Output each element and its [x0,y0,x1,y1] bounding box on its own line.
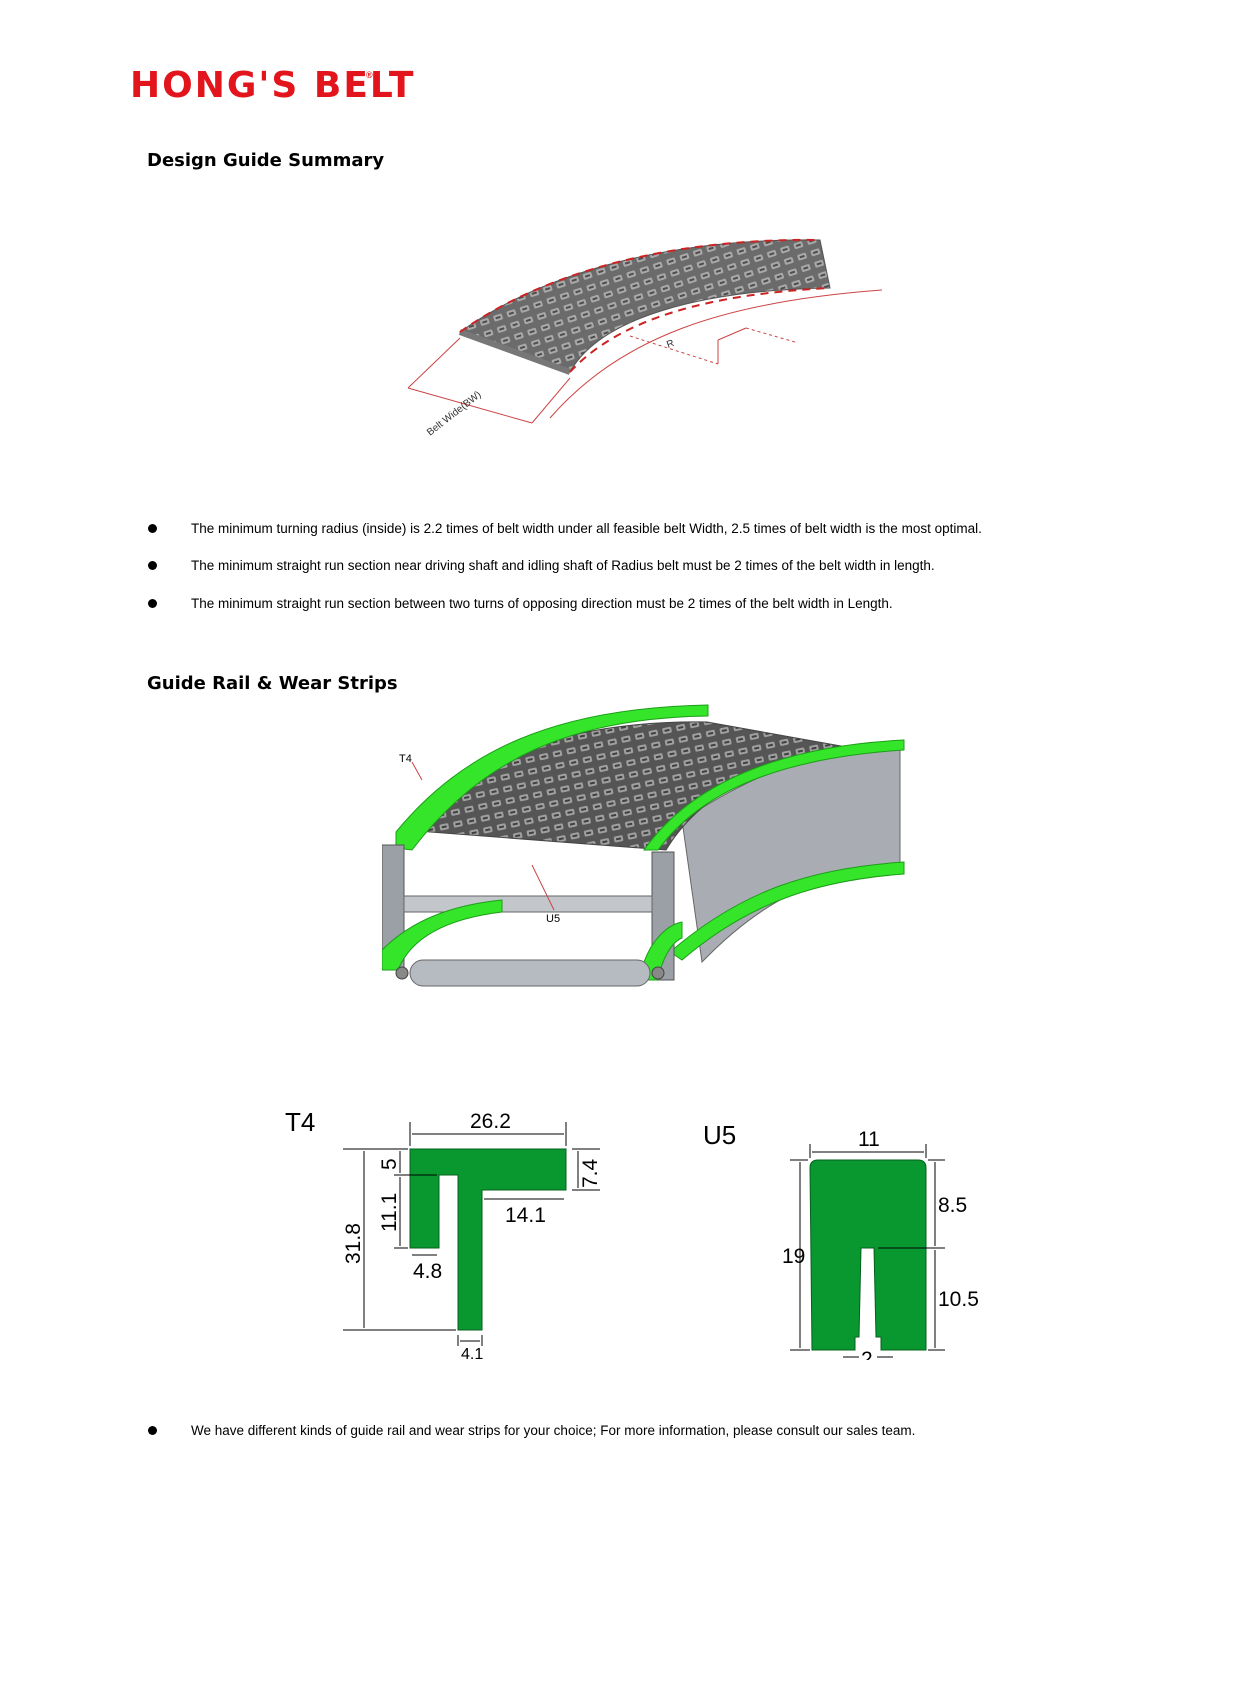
t4-profile-drawing: T4 26.2 7.4 5 11.1 31.8 14.1 4.8 4.1 [285,1107,600,1360]
bullet-dot [148,524,157,533]
u5-callout: U5 [546,913,560,925]
guide-rail-outer [395,704,709,851]
u5-title: U5 [703,1120,736,1150]
t4-dim-overhang: 14.1 [505,1204,546,1227]
u5-dim-height: 19 [782,1245,805,1268]
bullet-text: The minimum straight run section near dr… [191,558,935,573]
wear-strip-lower [669,861,905,961]
t4-shape [409,1148,567,1331]
bullet-dot [148,1426,157,1435]
u5-dim-slot: 2 [861,1348,873,1360]
belt-width-label: Belt Wide(BW) [425,389,483,438]
belt-mesh [458,239,831,373]
u5-shape [809,1159,927,1351]
bullet-text: The minimum straight run section between… [191,596,893,611]
radius-belt-illustration: Belt Wide(BW) R [407,238,883,438]
t4-dim-stem: 4.1 [461,1346,483,1360]
belt-outer-edge [459,238,821,333]
bullet-text: We have different kinds of guide rail an… [191,1423,916,1438]
frame-rail-right [643,921,683,981]
belt-front-edge [458,329,572,375]
bullet-dot [148,561,157,570]
u5-dim-width: 11 [858,1128,880,1151]
t4-dim-width: 26.2 [470,1110,511,1133]
t4-dim-flange: 7.4 [579,1158,600,1188]
t4-title: T4 [285,1107,315,1137]
conveyor-illustration: T4 U5 [382,704,905,987]
t4-callout: T4 [399,753,412,765]
guide-rail-heading: Guide Rail & Wear Strips [147,673,398,694]
brand-logo: HONG'S BELT ® [130,66,415,106]
return-roller [409,959,651,987]
belt-inner-edge [569,287,831,373]
radius-label: R [665,338,676,351]
t4-dim-top: 5 [378,1158,401,1170]
cross-beam [403,895,653,913]
t4-dim-gap: 4.8 [413,1260,442,1283]
registered-mark: ® [366,70,373,80]
brand-name: HONG'S BELT [130,65,416,106]
t4-dim-stem-upper: 11.1 [378,1193,401,1232]
bullet-dot [148,599,157,608]
t4-dim-height: 31.8 [342,1223,365,1264]
bullet-text: The minimum turning radius (inside) is 2… [191,521,982,536]
inner-radius-line [549,289,883,419]
guide-rail-inner [643,739,905,851]
u5-dim-slot-depth: 10.5 [938,1288,979,1311]
u5-dim-top: 8.5 [938,1194,967,1217]
design-guide-heading: Design Guide Summary [147,150,385,171]
frame-rail-left [382,899,503,971]
u5-profile-drawing: U5 11 8.5 10.5 19 2 [703,1120,979,1360]
